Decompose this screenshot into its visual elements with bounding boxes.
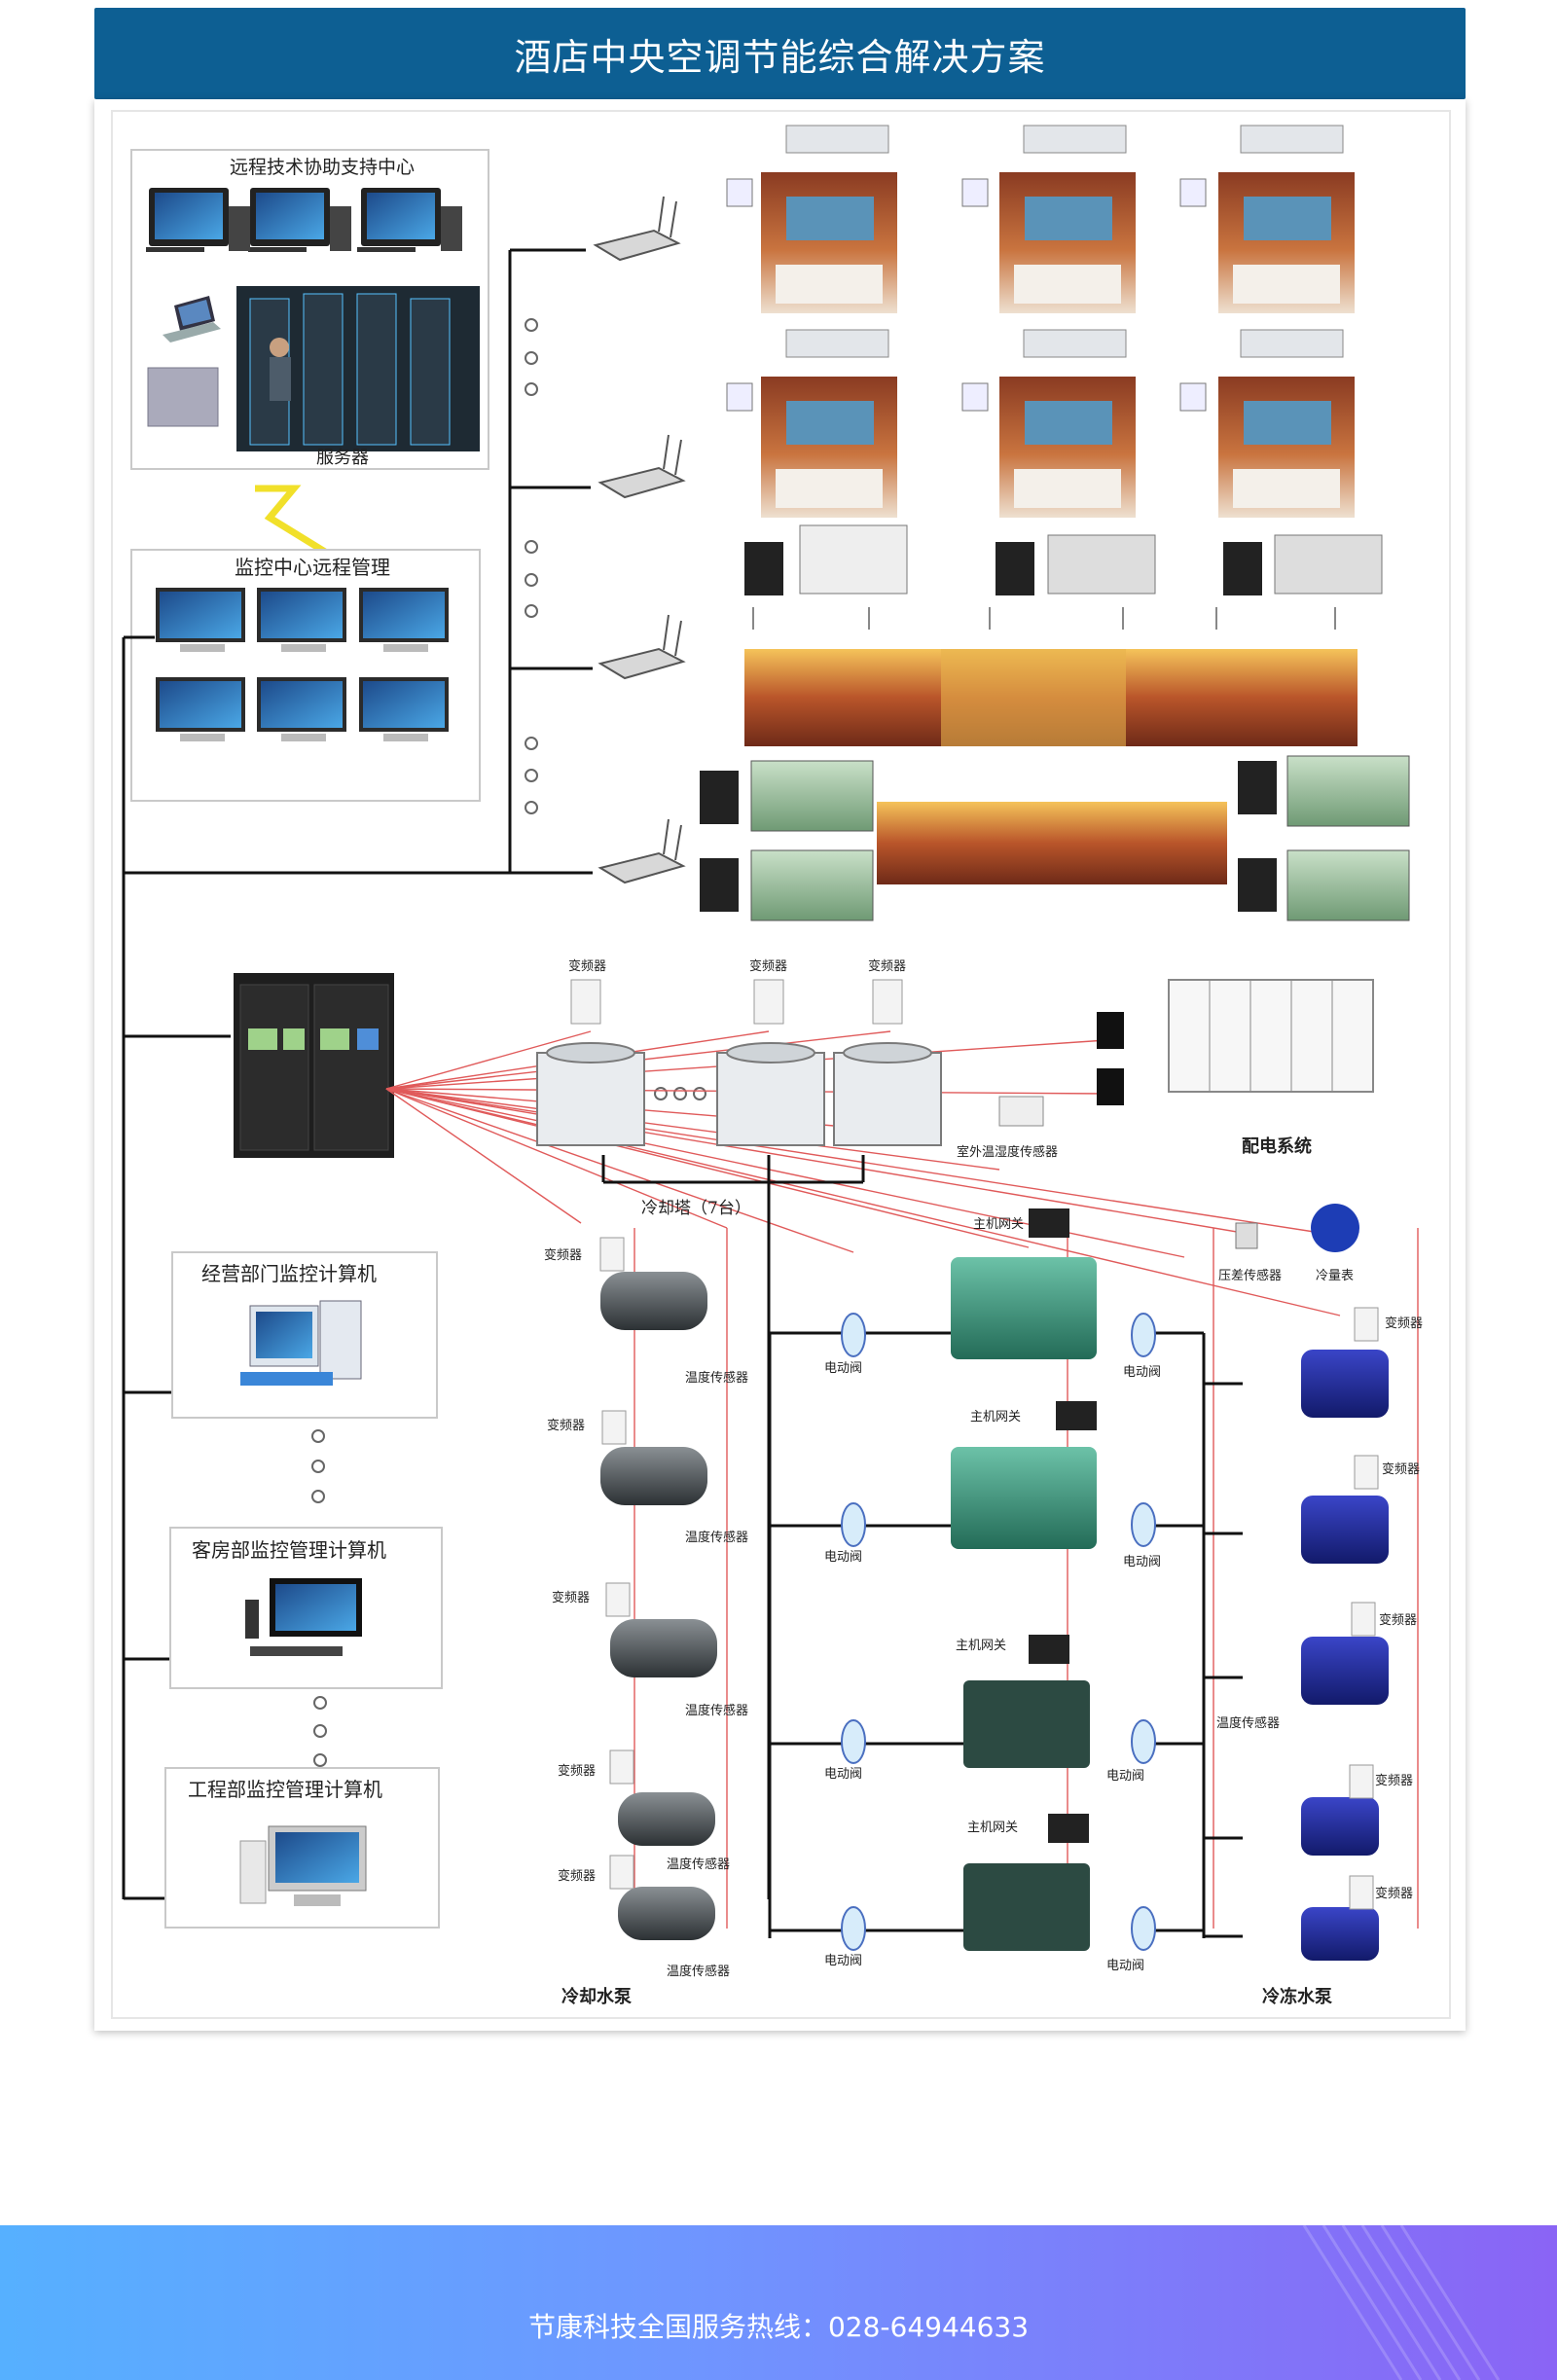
footer-decor: [1302, 2225, 1501, 2380]
temp-sensor-label: 温度传感器: [685, 1703, 748, 1718]
inverter-label: 变频器: [1385, 1316, 1423, 1331]
hotline-text: 节康科技全国服务热线：028-64944633: [527, 2311, 1030, 2343]
electric-valve-label: 电动阀: [1106, 1959, 1144, 1973]
inverter-label: 变频器: [544, 1247, 582, 1263]
inverter-label: 变频器: [1379, 1612, 1417, 1628]
inverter-icons: [570, 979, 903, 1025]
engineering-pc-label: 工程部监控管理计算机: [188, 1778, 382, 1801]
cooling-tower-label: 冷却塔（7台）: [641, 1199, 751, 1218]
central-controller-cabinet: [234, 973, 394, 1158]
host-gateway-label: 主机网关: [956, 1639, 1006, 1653]
temp-sensor-label: 温度传感器: [685, 1370, 748, 1386]
inverter-label: 变频器: [1375, 1886, 1413, 1901]
inverter-label: 变频器: [552, 1590, 590, 1605]
guest-room-row-1: [726, 125, 1355, 313]
business-pc-label: 经营部门监控计算机: [201, 1262, 377, 1285]
desktop-computer-icon: [239, 1825, 367, 1906]
inverter-label: 变频器: [1382, 1461, 1420, 1477]
temp-sensor-label: 温度传感器: [1216, 1715, 1280, 1731]
monitor-center-box: [130, 549, 481, 802]
host-gateway-label: 主机网关: [967, 1821, 1018, 1835]
desktop-computer-icon: [240, 1300, 362, 1386]
inverter-label: 变频器: [558, 1763, 596, 1779]
ceiling-sensors: [752, 607, 1336, 630]
electric-valve-label: 电动阀: [824, 1767, 862, 1782]
outdoor-sensor-icon: [998, 1096, 1044, 1127]
electric-valve-label: 电动阀: [824, 1361, 862, 1376]
inverter-label: 变频器: [868, 958, 906, 974]
server-label: 服务器: [316, 448, 369, 468]
chiller-unit-icons: [951, 1257, 1097, 1951]
cold-meter-label: 冷量表: [1316, 1269, 1354, 1283]
fresh-air-units: [700, 755, 1410, 921]
chilled-pump-label: 冷冻水泵: [1262, 1986, 1332, 2007]
cooling-pump-label: 冷却水泵: [561, 1986, 632, 2007]
monitor-wall-icon: [156, 588, 449, 741]
guest-room-row-2: [726, 329, 1355, 518]
inverter-label: 变频器: [568, 958, 606, 974]
temp-sensor-label: 温度传感器: [685, 1530, 748, 1545]
diagram-panel: 远程技术协助支持中心 服务器 监控中心远程管理: [94, 99, 1466, 2031]
inverter-label: 变频器: [749, 958, 787, 974]
wireless-router-icon: [593, 196, 686, 884]
page-title: 酒店中央空调节能综合解决方案: [514, 35, 1046, 79]
cold-meter-icon: [1311, 1204, 1359, 1252]
electric-valve-label: 电动阀: [824, 1550, 862, 1565]
air-handling-units: [744, 524, 1383, 595]
outdoor-sensor-label: 室外温湿度传感器: [957, 1144, 1058, 1160]
chilled-pump-icons: [1301, 1350, 1389, 1961]
electric-valve-label: 电动阀: [824, 1954, 862, 1968]
desktop-computer-icon: [146, 188, 462, 252]
cooling-tower-icons: [536, 1042, 942, 1146]
power-distribution-cabinet: [1097, 979, 1374, 1105]
temp-sensor-label: 温度传感器: [667, 1964, 730, 1979]
electric-valve-label: 电动阀: [1123, 1555, 1161, 1569]
footer-banner: 节康科技全国服务热线：028-64944633: [0, 2225, 1557, 2380]
inverter-label: 变频器: [1375, 1773, 1413, 1788]
inverter-label: 变频器: [547, 1418, 585, 1433]
pressure-sensor-icon: [1235, 1222, 1258, 1249]
monitor-center-label: 监控中心远程管理: [235, 556, 390, 579]
electric-valve-label: 电动阀: [1106, 1769, 1144, 1784]
water-piping: [768, 1331, 1243, 1938]
distribution-label: 配电系统: [1242, 1136, 1312, 1157]
connector-dots: [311, 318, 706, 1767]
system-diagram: 远程技术协助支持中心 服务器 监控中心远程管理: [111, 110, 1451, 2019]
all-in-one-computer-icon: [245, 1578, 362, 1656]
lightning-link-icon: [255, 485, 335, 559]
server-rack-icon: [236, 286, 480, 451]
host-gateway-icons: [1029, 1208, 1097, 1843]
inverter-icons: [599, 1237, 1379, 1910]
control-signal-lines: [385, 1030, 1419, 1929]
remote-center-label: 远程技术协助支持中心: [230, 157, 415, 178]
title-bar: 酒店中央空调节能综合解决方案: [94, 8, 1466, 99]
inverter-label: 变频器: [558, 1868, 596, 1884]
temp-sensor-label: 温度传感器: [667, 1857, 730, 1872]
guestroom-pc-label: 客房部监控管理计算机: [192, 1538, 386, 1562]
electric-valve-icons: [841, 1313, 1156, 1951]
host-gateway-label: 主机网关: [970, 1410, 1021, 1424]
cooling-pump-icons: [600, 1272, 717, 1940]
pressure-sensor-label: 压差传感器: [1218, 1268, 1282, 1283]
laptop-icon: [163, 296, 221, 343]
electric-valve-label: 电动阀: [1123, 1365, 1161, 1380]
host-gateway-label: 主机网关: [973, 1217, 1024, 1232]
